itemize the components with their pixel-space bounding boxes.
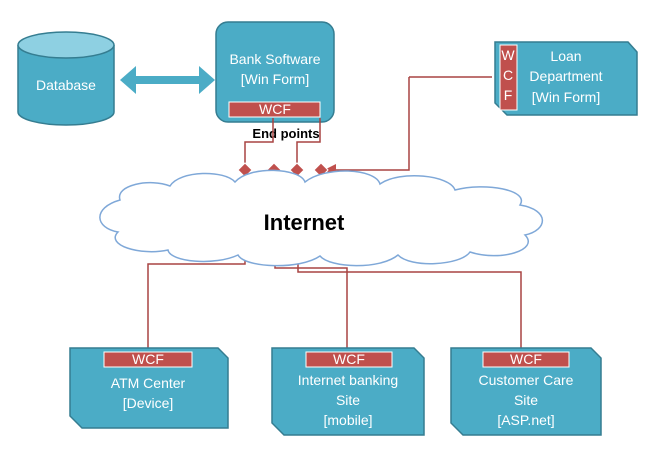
svg-text:C: C: [503, 67, 513, 83]
svg-text:F: F: [504, 87, 513, 103]
customer-care-node: WCF Customer Care Site [ASP.net]: [450, 347, 602, 436]
internet-cloud: Internet: [99, 169, 544, 267]
loan-connector: [324, 77, 410, 176]
atm-center-line2: [Device]: [123, 395, 174, 411]
atm-center-line1: ATM Center: [111, 375, 186, 391]
internet-banking-line1: Internet banking: [298, 372, 398, 388]
bank-connector-2: [296, 118, 321, 170]
loan-department-line1: Loan: [550, 48, 581, 64]
internet-banking-wcf-tag: WCF: [333, 351, 365, 367]
customer-care-wcf-tag: WCF: [510, 351, 542, 367]
database-node: Database: [17, 31, 115, 126]
customer-care-line2: Site: [514, 392, 538, 408]
bank-software-subtitle: [Win Form]: [241, 71, 309, 87]
bank-software-wcf-tag: WCF: [259, 101, 291, 117]
database-label: Database: [36, 77, 96, 93]
internet-banking-line2: Site: [336, 392, 360, 408]
loan-department-node: W C F Loan Department [Win Form]: [494, 41, 638, 116]
internet-banking-node: WCF Internet banking Site [mobile]: [271, 347, 425, 436]
loan-department-line3: [Win Form]: [532, 89, 600, 105]
database-sync-arrow: [120, 66, 215, 94]
internet-banking-line3: [mobile]: [323, 412, 372, 428]
bank-software-node: Bank Software [Win Form] WCF: [215, 21, 335, 123]
loan-wcf-tag: W: [501, 47, 515, 63]
bank-connector-1: [244, 118, 274, 170]
loan-department-line2: Department: [529, 68, 602, 84]
atm-wcf-tag: WCF: [132, 351, 164, 367]
atm-center-node: WCF ATM Center [Device]: [69, 347, 229, 429]
endpoints-label: End points: [252, 126, 319, 141]
bank-software-title: Bank Software: [229, 51, 320, 67]
customer-care-line1: Customer Care: [479, 372, 574, 388]
customer-care-line3: [ASP.net]: [497, 412, 554, 428]
internet-label: Internet: [264, 210, 345, 235]
